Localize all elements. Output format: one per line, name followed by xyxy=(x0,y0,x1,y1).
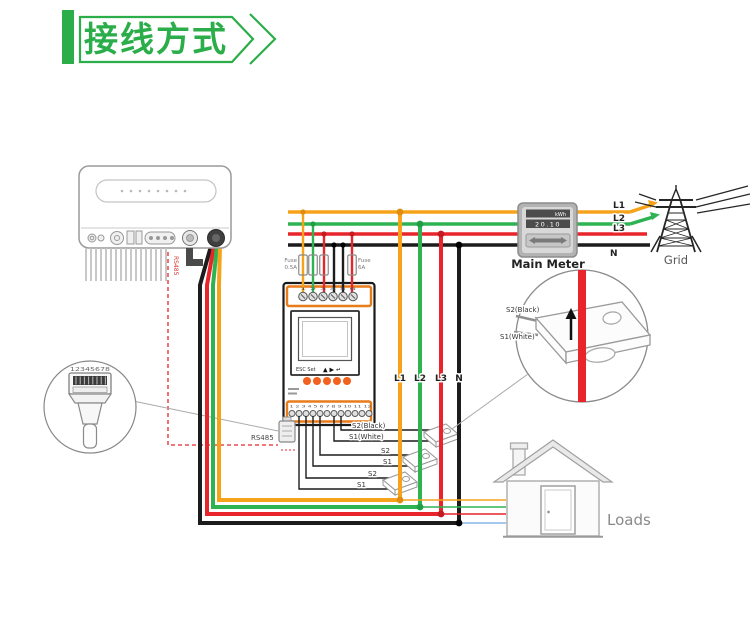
grid-l3-label: L3 xyxy=(613,224,625,234)
feeder-l1-label: L1 xyxy=(394,374,406,384)
ct-wire-labels: S2(Black) S1(White) S2 S1 S2 S1 xyxy=(348,421,394,491)
fuse-icon xyxy=(308,254,318,276)
fuse-left-label-1: Fuse xyxy=(284,258,297,264)
rs485-cable-dashed xyxy=(167,252,278,446)
fuse-right-label-1: Fuse xyxy=(358,258,371,264)
grid-bus-wires xyxy=(288,200,660,247)
grid-l1-label: L1 xyxy=(613,201,625,211)
house-door xyxy=(540,485,576,535)
fuse-icon xyxy=(347,254,357,276)
banner-outline xyxy=(78,15,255,64)
meter-esc-set-label: ESC Set xyxy=(296,367,316,373)
rs485-plug: RS485 xyxy=(251,416,296,443)
grid-tower xyxy=(634,185,750,253)
banner-accent-bar xyxy=(62,10,74,64)
banner-chevron-icon xyxy=(249,13,277,65)
ct-detail-s1-label: S1(White) xyxy=(500,333,535,341)
house-roof xyxy=(492,439,614,483)
main-meter-display-top xyxy=(526,209,570,218)
ct-label-s1-c: S1 xyxy=(357,481,366,489)
loads-label: Loads xyxy=(607,511,651,529)
ct-detail-s2-label: S2(Black) xyxy=(506,306,540,314)
grid-n-label: N xyxy=(610,249,618,259)
meter-top-terminals: 1 2 3 4 5 6 xyxy=(298,287,358,302)
feeder-l2-label: L2 xyxy=(414,374,426,384)
rs485-port-label: RS485 xyxy=(251,434,274,442)
meter-nav-icons: ▲ ▶ ↵ xyxy=(323,367,341,374)
meter-bottom-terminal-numbers: 1 2 3 4 5 6 7 8 9 10 11 12 xyxy=(290,405,372,409)
ct-label-s1-b: S1 xyxy=(383,458,392,466)
main-meter-label: Main Meter xyxy=(511,257,585,271)
inverter: RS485 xyxy=(78,165,232,281)
rj45-pin-numbers: 12345678 xyxy=(70,367,110,373)
meter-top-terminal-numbers: 1 2 3 4 5 6 xyxy=(300,287,356,291)
fuse-icon xyxy=(298,254,308,276)
inverter-bracket xyxy=(186,248,203,266)
bus-l1-arrow xyxy=(629,203,652,214)
load-feeder-wires xyxy=(398,212,461,523)
fuse-left-label-2: 0.5A xyxy=(284,265,297,271)
inverter-led-strip xyxy=(95,179,217,203)
meter-fineprint2 xyxy=(288,392,297,395)
section-banner: 接线方式 xyxy=(62,10,277,65)
inverter-rs485-label: RS485 xyxy=(172,256,179,276)
power-lines-left xyxy=(634,193,657,208)
ct-label-s2-black: S2(Black) xyxy=(352,422,386,430)
inverter-led-dots xyxy=(120,189,187,193)
main-meter-reading: 20.10 xyxy=(535,221,561,229)
main-meter-unit: kWh xyxy=(555,212,566,218)
main-meter: kWh 20.10 Main Meter xyxy=(511,202,585,271)
feeder-n-label: N xyxy=(455,374,463,384)
door-handle xyxy=(547,510,550,514)
rj45-detail-circle: 12345678 xyxy=(43,360,137,454)
bus-l2-arrow xyxy=(629,215,654,226)
meter-buttons[interactable] xyxy=(303,377,351,385)
rs485-connector-icon xyxy=(278,420,296,443)
feeder-phase-labels: L1 L2 L3 N xyxy=(393,373,465,386)
meter-input-wires: Fuse 0.5A Fuse 6A xyxy=(284,212,371,294)
ct-detail-leader-line xyxy=(451,373,529,430)
main-meter-display-value xyxy=(526,219,570,228)
ct-detail-phase-wire xyxy=(578,270,586,402)
junction-dots xyxy=(300,208,463,527)
page-title: 接线方式 xyxy=(84,20,228,60)
feeder-l3-label: L3 xyxy=(435,374,447,384)
ct-label-s2-c: S2 xyxy=(368,470,377,478)
grid-l2-label: L2 xyxy=(613,214,625,224)
house-feed-wires xyxy=(400,499,506,524)
loads-house xyxy=(492,439,614,538)
ct-detail-clamp-icon xyxy=(534,301,652,365)
grid-phase-labels: L1 L2 L3 N xyxy=(610,200,627,260)
ct-label-s2-b: S2 xyxy=(381,447,390,455)
fuse-icon xyxy=(319,254,329,276)
ct-detail-lead-wires xyxy=(513,314,539,337)
inverter-ac-wires xyxy=(198,245,459,525)
meter-lcd-screen-inner xyxy=(302,321,348,357)
rj45-connector-icon xyxy=(67,372,113,449)
fuse-right-label-2: 6A xyxy=(358,265,365,271)
meter-fineprint xyxy=(288,388,299,390)
bus-l2-arrowhead-icon xyxy=(650,212,660,220)
inverter-connectors xyxy=(87,230,198,246)
inverter-heatsink-fins xyxy=(85,248,167,281)
power-lines-right xyxy=(695,185,750,214)
ct-detail-circle: S2(Black) S1(White) xyxy=(499,269,652,403)
grid-label: Grid xyxy=(664,253,688,267)
ct-label-s1-white: S1(White) xyxy=(349,433,384,441)
meter-bottom-terminals: 1 2 3 4 5 6 7 8 9 10 11 12 xyxy=(288,405,373,417)
